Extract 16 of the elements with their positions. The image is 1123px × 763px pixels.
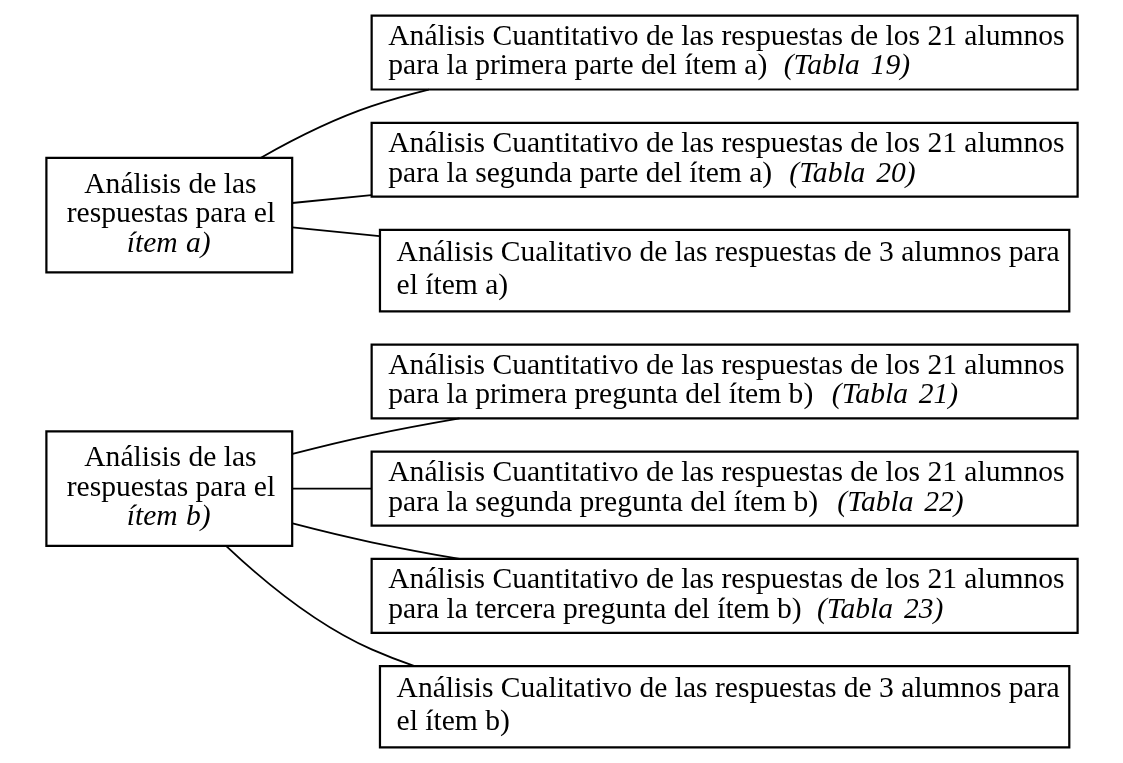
node-box: Análisis Cuantitativo de las respuestas de los 21 alumnos para la primera pregunta del ítem b) (Tabla 21) (370, 343, 1079, 420)
connector (290, 226, 380, 238)
node-box: Análisis Cualitativo de las respuestas de 3 alumnos para el ítem a) (378, 228, 1070, 313)
connector (224, 545, 416, 667)
node-box: Análisis Cuantitativo de las respuestas de los 21 alumnos para la segunda parte del ítem a) (Tabla 20) (370, 121, 1079, 198)
connector (291, 417, 460, 455)
connector (290, 194, 372, 204)
connector (290, 487, 372, 490)
node-box: Análisis Cuantitativo de las respuestas de los 21 alumnos para la tercera pregunta del ítem b) (Tabla 23) (370, 557, 1079, 634)
node-box: Análisis de las respuestas para el ítem a) (44, 156, 293, 274)
node-box: Análisis Cuantitativo de las respuestas de los 21 alumnos para la primera parte del ítem a) (Tabla 19) (370, 14, 1079, 91)
connector (259, 88, 430, 159)
connector (291, 522, 460, 560)
node-box: Análisis Cuantitativo de las respuestas de los 21 alumnos para la segunda pregunta del ítem b) (Tabla 22) (370, 450, 1079, 527)
node-box: Análisis Cualitativo de las respuestas de 3 alumnos para el ítem b) (378, 665, 1070, 749)
node-box: Análisis de las respuestas para el ítem b) (44, 430, 293, 548)
